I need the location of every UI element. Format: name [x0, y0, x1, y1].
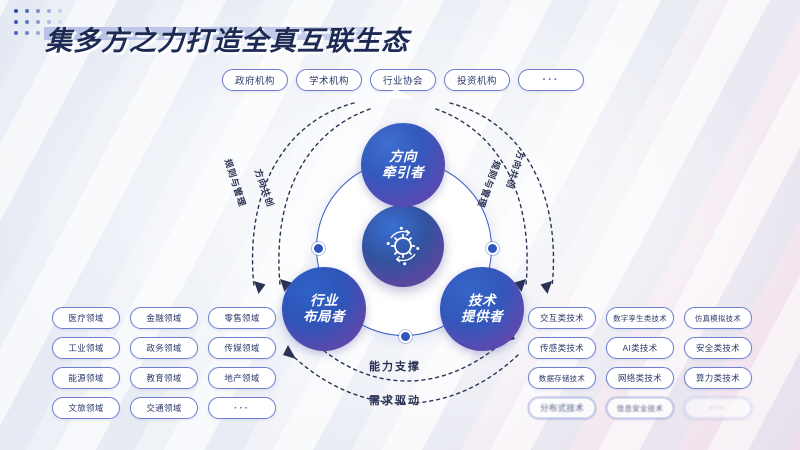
ring-node-dot-bottom — [399, 330, 412, 343]
decoration-dot — [14, 20, 18, 24]
domain-pill-7[interactable]: 教育领域 — [130, 367, 198, 389]
gear-cycle-icon — [386, 226, 420, 266]
industry-domain-grid: 医疗领域金融领域零售领域工业领域政务领域传媒领域能源领域教育领域地产领域文旅领域… — [52, 307, 276, 419]
ecosystem-diagram: 方向 牵引者 行业 布局者 技术 提供者 规则与管理 方向共创 方向共创 规则与… — [223, 89, 578, 425]
page-title: 集多方之力打造全真互联生态 — [45, 26, 409, 56]
tech-pill-2[interactable]: 仿真模拟技术 — [684, 307, 752, 329]
domain-pill-0[interactable]: 医疗领域 — [52, 307, 120, 329]
flow-label-demand-drive: 需求驱动 — [369, 395, 421, 407]
domain-pill-11[interactable]: ··· — [208, 397, 276, 419]
tech-pill-1[interactable]: 数字孪生类技术 — [606, 307, 674, 329]
domain-pill-10[interactable]: 交通领域 — [130, 397, 198, 419]
decoration-dot — [58, 20, 62, 24]
tech-pill-6[interactable]: 数据存储技术 — [528, 367, 596, 389]
flow-label-capability-support: 能力支撑 — [369, 361, 421, 373]
center-gear-node — [362, 205, 444, 287]
domain-pill-3[interactable]: 工业领域 — [52, 337, 120, 359]
node-industry-planner-line2: 布局者 — [303, 309, 345, 324]
top-pill-3[interactable]: 投资机构 — [444, 69, 510, 91]
top-pill-4[interactable]: ··· — [518, 69, 584, 91]
top-pill-1[interactable]: 学术机构 — [296, 69, 362, 91]
top-pill-0[interactable]: 政府机构 — [222, 69, 288, 91]
tech-pill-9[interactable]: 分布式技术 — [528, 397, 596, 419]
decoration-dot — [25, 20, 29, 24]
decoration-dot — [14, 31, 18, 35]
decoration-dot — [58, 9, 62, 13]
node-technology-provider[interactable]: 技术 提供者 — [440, 267, 524, 351]
domain-pill-8[interactable]: 地产领域 — [208, 367, 276, 389]
decoration-dot — [36, 31, 40, 35]
domain-pill-5[interactable]: 传媒领域 — [208, 337, 276, 359]
domain-pill-2[interactable]: 零售领域 — [208, 307, 276, 329]
decoration-dot — [36, 9, 40, 13]
node-industry-planner[interactable]: 行业 布局者 — [282, 267, 366, 351]
domain-pill-1[interactable]: 金融领域 — [130, 307, 198, 329]
decoration-dot — [47, 9, 51, 13]
domain-pill-6[interactable]: 能源领域 — [52, 367, 120, 389]
node-technology-provider-line1: 技术 — [468, 293, 496, 309]
tech-pill-7[interactable]: 网络类技术 — [606, 367, 674, 389]
node-industry-planner-line1: 行业 — [310, 293, 338, 309]
tech-pill-3[interactable]: 传感类技术 — [528, 337, 596, 359]
domain-pill-4[interactable]: 政务领域 — [130, 337, 198, 359]
node-direction-leader[interactable]: 方向 牵引者 — [361, 123, 445, 207]
tech-pill-4[interactable]: AI类技术 — [606, 337, 674, 359]
ring-node-dot-left — [312, 242, 325, 255]
title-underline-bar — [44, 27, 376, 40]
decoration-dot — [25, 31, 29, 35]
domain-pill-9[interactable]: 文旅领域 — [52, 397, 120, 419]
decoration-dot — [25, 9, 29, 13]
node-technology-provider-line2: 提供者 — [461, 309, 503, 324]
tech-pill-11[interactable]: ··· — [684, 397, 752, 419]
technology-category-grid: 交互类技术数字孪生类技术仿真模拟技术传感类技术 AI类技术安全类技术数据存储技术网… — [528, 307, 752, 419]
node-direction-leader-line2: 牵引者 — [382, 165, 424, 180]
tech-pill-5[interactable]: 安全类技术 — [684, 337, 752, 359]
node-direction-leader-line1: 方向 — [389, 149, 417, 165]
tech-pill-10[interactable]: 信息安全技术 — [606, 397, 674, 419]
decoration-dot — [36, 20, 40, 24]
ring-node-dot-right — [486, 242, 499, 255]
decoration-dot — [14, 9, 18, 13]
tech-pill-8[interactable]: 算力类技术 — [684, 367, 752, 389]
tech-pill-0[interactable]: 交互类技术 — [528, 307, 596, 329]
top-pill-2[interactable]: 行业协会 — [370, 69, 436, 91]
decoration-dot — [47, 20, 51, 24]
